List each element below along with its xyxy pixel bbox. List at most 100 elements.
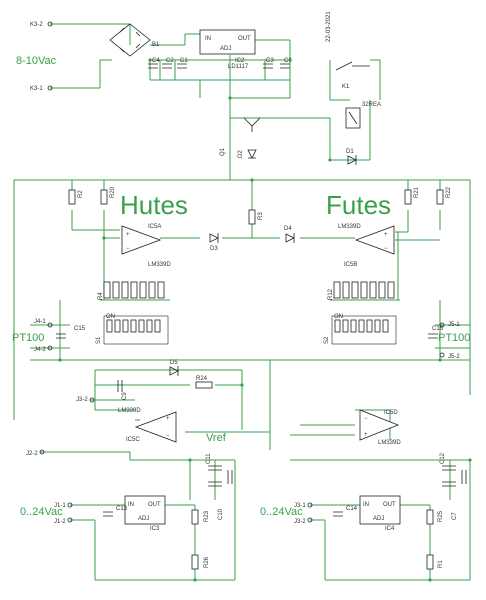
svg-text:J1-1: J1-1 — [54, 503, 66, 509]
junction-dots — [58, 58, 472, 582]
svg-text:D3: D3 — [210, 246, 218, 252]
svg-text:IC2: IC2 — [235, 58, 245, 64]
resistor-array-right: R12 — [328, 281, 395, 300]
svg-text:D4: D4 — [284, 226, 292, 232]
svg-text:ADJ: ADJ — [220, 46, 231, 52]
svg-text:C13: C13 — [116, 506, 128, 512]
svg-text:R4: R4 — [98, 292, 104, 300]
svg-text:R1: R1 — [438, 560, 444, 568]
output-left-label: 0..24Vac — [20, 506, 63, 518]
svg-text:C3: C3 — [266, 58, 274, 64]
svg-text:J4-2: J4-2 — [34, 347, 46, 353]
svg-text:R24: R24 — [196, 376, 208, 382]
svg-text:+: + — [166, 416, 170, 422]
relay-k1: 32REA K1 22-03-2021 — [326, 11, 381, 129]
svg-text:C7: C7 — [452, 512, 458, 520]
svg-text:C9: C9 — [122, 392, 128, 400]
svg-text:J5-1: J5-1 — [448, 322, 460, 328]
regulator-ic1: IN OUT ADJ IC2 LD1117 — [199, 29, 256, 70]
connector-j2-j3: J3-2 J2-2 — [26, 397, 95, 457]
comparator-ic5d: − + IC5D LM339D — [359, 409, 401, 446]
svg-text:R26: R26 — [204, 556, 210, 568]
diode-d4: D4 — [284, 226, 295, 243]
svg-text:ON: ON — [334, 314, 343, 320]
vref-label: Vref — [206, 432, 227, 444]
svg-text:IN: IN — [205, 36, 211, 42]
svg-text:IN: IN — [128, 502, 134, 508]
capacitor-c9: C9 — [117, 380, 128, 400]
svg-text:D1: D1 — [346, 149, 354, 155]
svg-text:K3-2: K3-2 — [30, 22, 43, 28]
regulator-ic4: IN OUT ADJ IC4 — [359, 495, 401, 532]
svg-text:22-03-2021: 22-03-2021 — [326, 11, 332, 42]
svg-text:ADJ: ADJ — [373, 516, 384, 522]
svg-text:R22: R22 — [446, 186, 452, 198]
resistors-top: R2 R20 R3 R21 R22 — [68, 186, 452, 225]
regulator-ic3: IN OUT ADJ IC3 — [124, 495, 166, 532]
connector-j5: J5-1 J5-2 C16 — [428, 322, 460, 360]
svg-text:−: − — [364, 416, 368, 422]
svg-text:J1-2: J1-2 — [54, 519, 66, 525]
svg-text:ON: ON — [106, 314, 115, 320]
futes-title: Futes — [326, 190, 391, 220]
svg-text:IC5A: IC5A — [148, 224, 161, 230]
svg-text:J5-2: J5-2 — [448, 354, 460, 360]
svg-text:IC5B: IC5B — [344, 262, 357, 268]
diode-d5: D5 — [169, 360, 179, 376]
dip-switch-s1: ON S1 — [96, 314, 169, 345]
svg-text:C1: C1 — [180, 58, 188, 64]
resistor-r24: R24 — [195, 376, 213, 389]
svg-text:LM339D: LM339D — [148, 262, 171, 268]
connector-j4: J4-1 J4-2 C15 — [34, 319, 86, 353]
svg-text:R20: R20 — [110, 186, 116, 198]
svg-text:C16: C16 — [432, 326, 444, 332]
svg-text:−: − — [126, 246, 130, 252]
svg-text:C2: C2 — [166, 58, 174, 64]
svg-text:IC4: IC4 — [385, 526, 395, 532]
connector-k3: K3-2 K3-1 — [30, 21, 53, 92]
svg-text:R21: R21 — [414, 186, 420, 198]
pt100-left-label: PT100 — [12, 332, 44, 344]
comparator-ic5a: + − IC5A LM339D — [121, 224, 171, 268]
svg-text:+: + — [126, 232, 130, 238]
capacitor-bank-top: C4 C2 C1 C3 C6 — [148, 58, 292, 69]
output-right-label: 0..24Vac — [260, 506, 303, 518]
svg-text:J3-2: J3-2 — [294, 519, 306, 525]
svg-text:R12: R12 — [328, 288, 334, 300]
svg-text:J4-1: J4-1 — [34, 319, 46, 325]
svg-text:R23: R23 — [204, 510, 210, 522]
svg-text:OUT: OUT — [148, 502, 161, 508]
svg-text:−: − — [166, 433, 170, 439]
connector-j3: J3-1 J3-2 — [294, 502, 313, 525]
svg-text:IC5D: IC5D — [384, 410, 398, 416]
led-d2: D2 — [238, 149, 257, 159]
wires — [13, 23, 471, 581]
comparator-ic5c: + − LM339D IC5C — [118, 408, 177, 443]
svg-text:D5: D5 — [170, 360, 178, 366]
svg-text:C14: C14 — [346, 506, 358, 512]
svg-text:OUT: OUT — [383, 502, 396, 508]
svg-text:ADJ: ADJ — [138, 516, 149, 522]
svg-text:−: − — [384, 246, 388, 252]
svg-text:+: + — [384, 232, 388, 238]
svg-text:K3-1: K3-1 — [30, 86, 43, 92]
svg-text:Q1: Q1 — [220, 147, 226, 156]
bottom-passives: C13 C14 R23 R26 R25 R1 C11 C10 C12 C7 — [103, 452, 467, 570]
bridge-rectifier-b1: B1 — [109, 23, 160, 57]
connector-j1: J1-1 J1-2 — [54, 502, 73, 525]
svg-text:IN: IN — [363, 502, 369, 508]
svg-text:32REA: 32REA — [362, 102, 381, 108]
svg-text:S1: S1 — [96, 336, 102, 344]
svg-text:R25: R25 — [438, 510, 444, 522]
comparator-ic5b: + − LM339D IC5B — [338, 224, 395, 268]
svg-text:R3: R3 — [258, 212, 264, 220]
svg-text:LM339D: LM339D — [118, 408, 141, 414]
supply-label: 8-10Vac — [16, 55, 57, 67]
svg-text:R2: R2 — [78, 190, 84, 198]
svg-text:C15: C15 — [74, 326, 86, 332]
diode-d1: D1 — [346, 149, 357, 165]
svg-text:B1: B1 — [152, 42, 160, 48]
dip-switch-s2: ON S2 — [324, 314, 397, 345]
svg-text:C12: C12 — [440, 452, 446, 464]
